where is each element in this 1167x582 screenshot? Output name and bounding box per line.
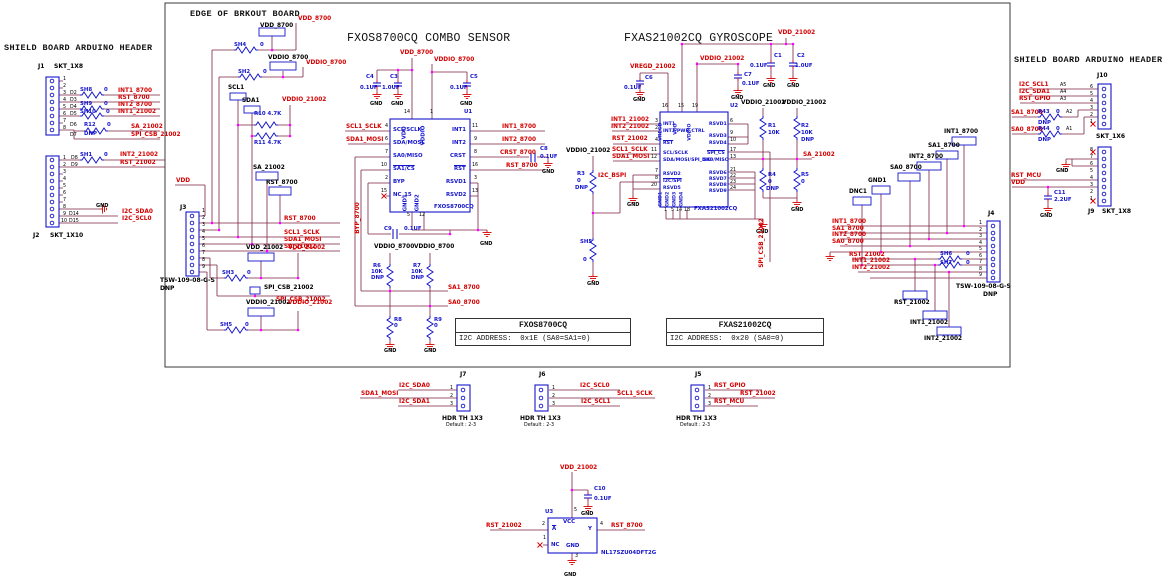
connector-j3 bbox=[185, 211, 200, 277]
connector-j4 bbox=[986, 220, 1001, 283]
wires-j3-rows bbox=[196, 215, 340, 331]
wires-bottom bbox=[360, 389, 775, 558]
wires-fxos bbox=[345, 58, 549, 342]
fxos-box-title: FXOS8700CQ bbox=[456, 319, 630, 333]
connector-j10 bbox=[1097, 83, 1112, 130]
ic-u3-inverter bbox=[547, 517, 598, 554]
wires-fxas bbox=[592, 38, 812, 274]
cap-c8-plates bbox=[530, 152, 536, 162]
ic-u2-fxas21002cq bbox=[659, 111, 729, 208]
fxos-i2c-address-box: FXOS8700CQ I2C ADDRESS: 0x1E (SA0=SA1=0) bbox=[455, 318, 631, 346]
cap-c9-plates bbox=[392, 229, 398, 239]
fxas-box-title: FXAS21002CQ bbox=[667, 319, 823, 333]
wires-left-headers bbox=[56, 80, 165, 224]
fxos-box-address: I2C ADDRESS: 0x1E (SA0=SA1=0) bbox=[459, 335, 591, 343]
capacitors bbox=[372, 59, 1053, 502]
connector-j5 bbox=[690, 384, 705, 412]
connector-j7 bbox=[456, 384, 471, 412]
board-edge-outline bbox=[164, 2, 1011, 368]
net-label-boxes bbox=[229, 27, 977, 336]
wires-j4 bbox=[829, 145, 989, 327]
connector-j2 bbox=[45, 155, 60, 228]
ic-u1-fxos8700cq bbox=[389, 118, 471, 213]
connector-j9 bbox=[1097, 146, 1112, 207]
fxas-i2c-address-box: FXAS21002CQ I2C ADDRESS: 0x20 (SA0=0) bbox=[666, 318, 824, 346]
junction-dots bbox=[210, 42, 1050, 492]
fxas-box-address: I2C ADDRESS: 0x20 (SA0=0) bbox=[670, 335, 784, 343]
resistors-vertical bbox=[386, 115, 801, 341]
connector-j1 bbox=[45, 76, 60, 136]
connector-j6 bbox=[534, 384, 549, 412]
wires-right-headers bbox=[1012, 88, 1100, 206]
